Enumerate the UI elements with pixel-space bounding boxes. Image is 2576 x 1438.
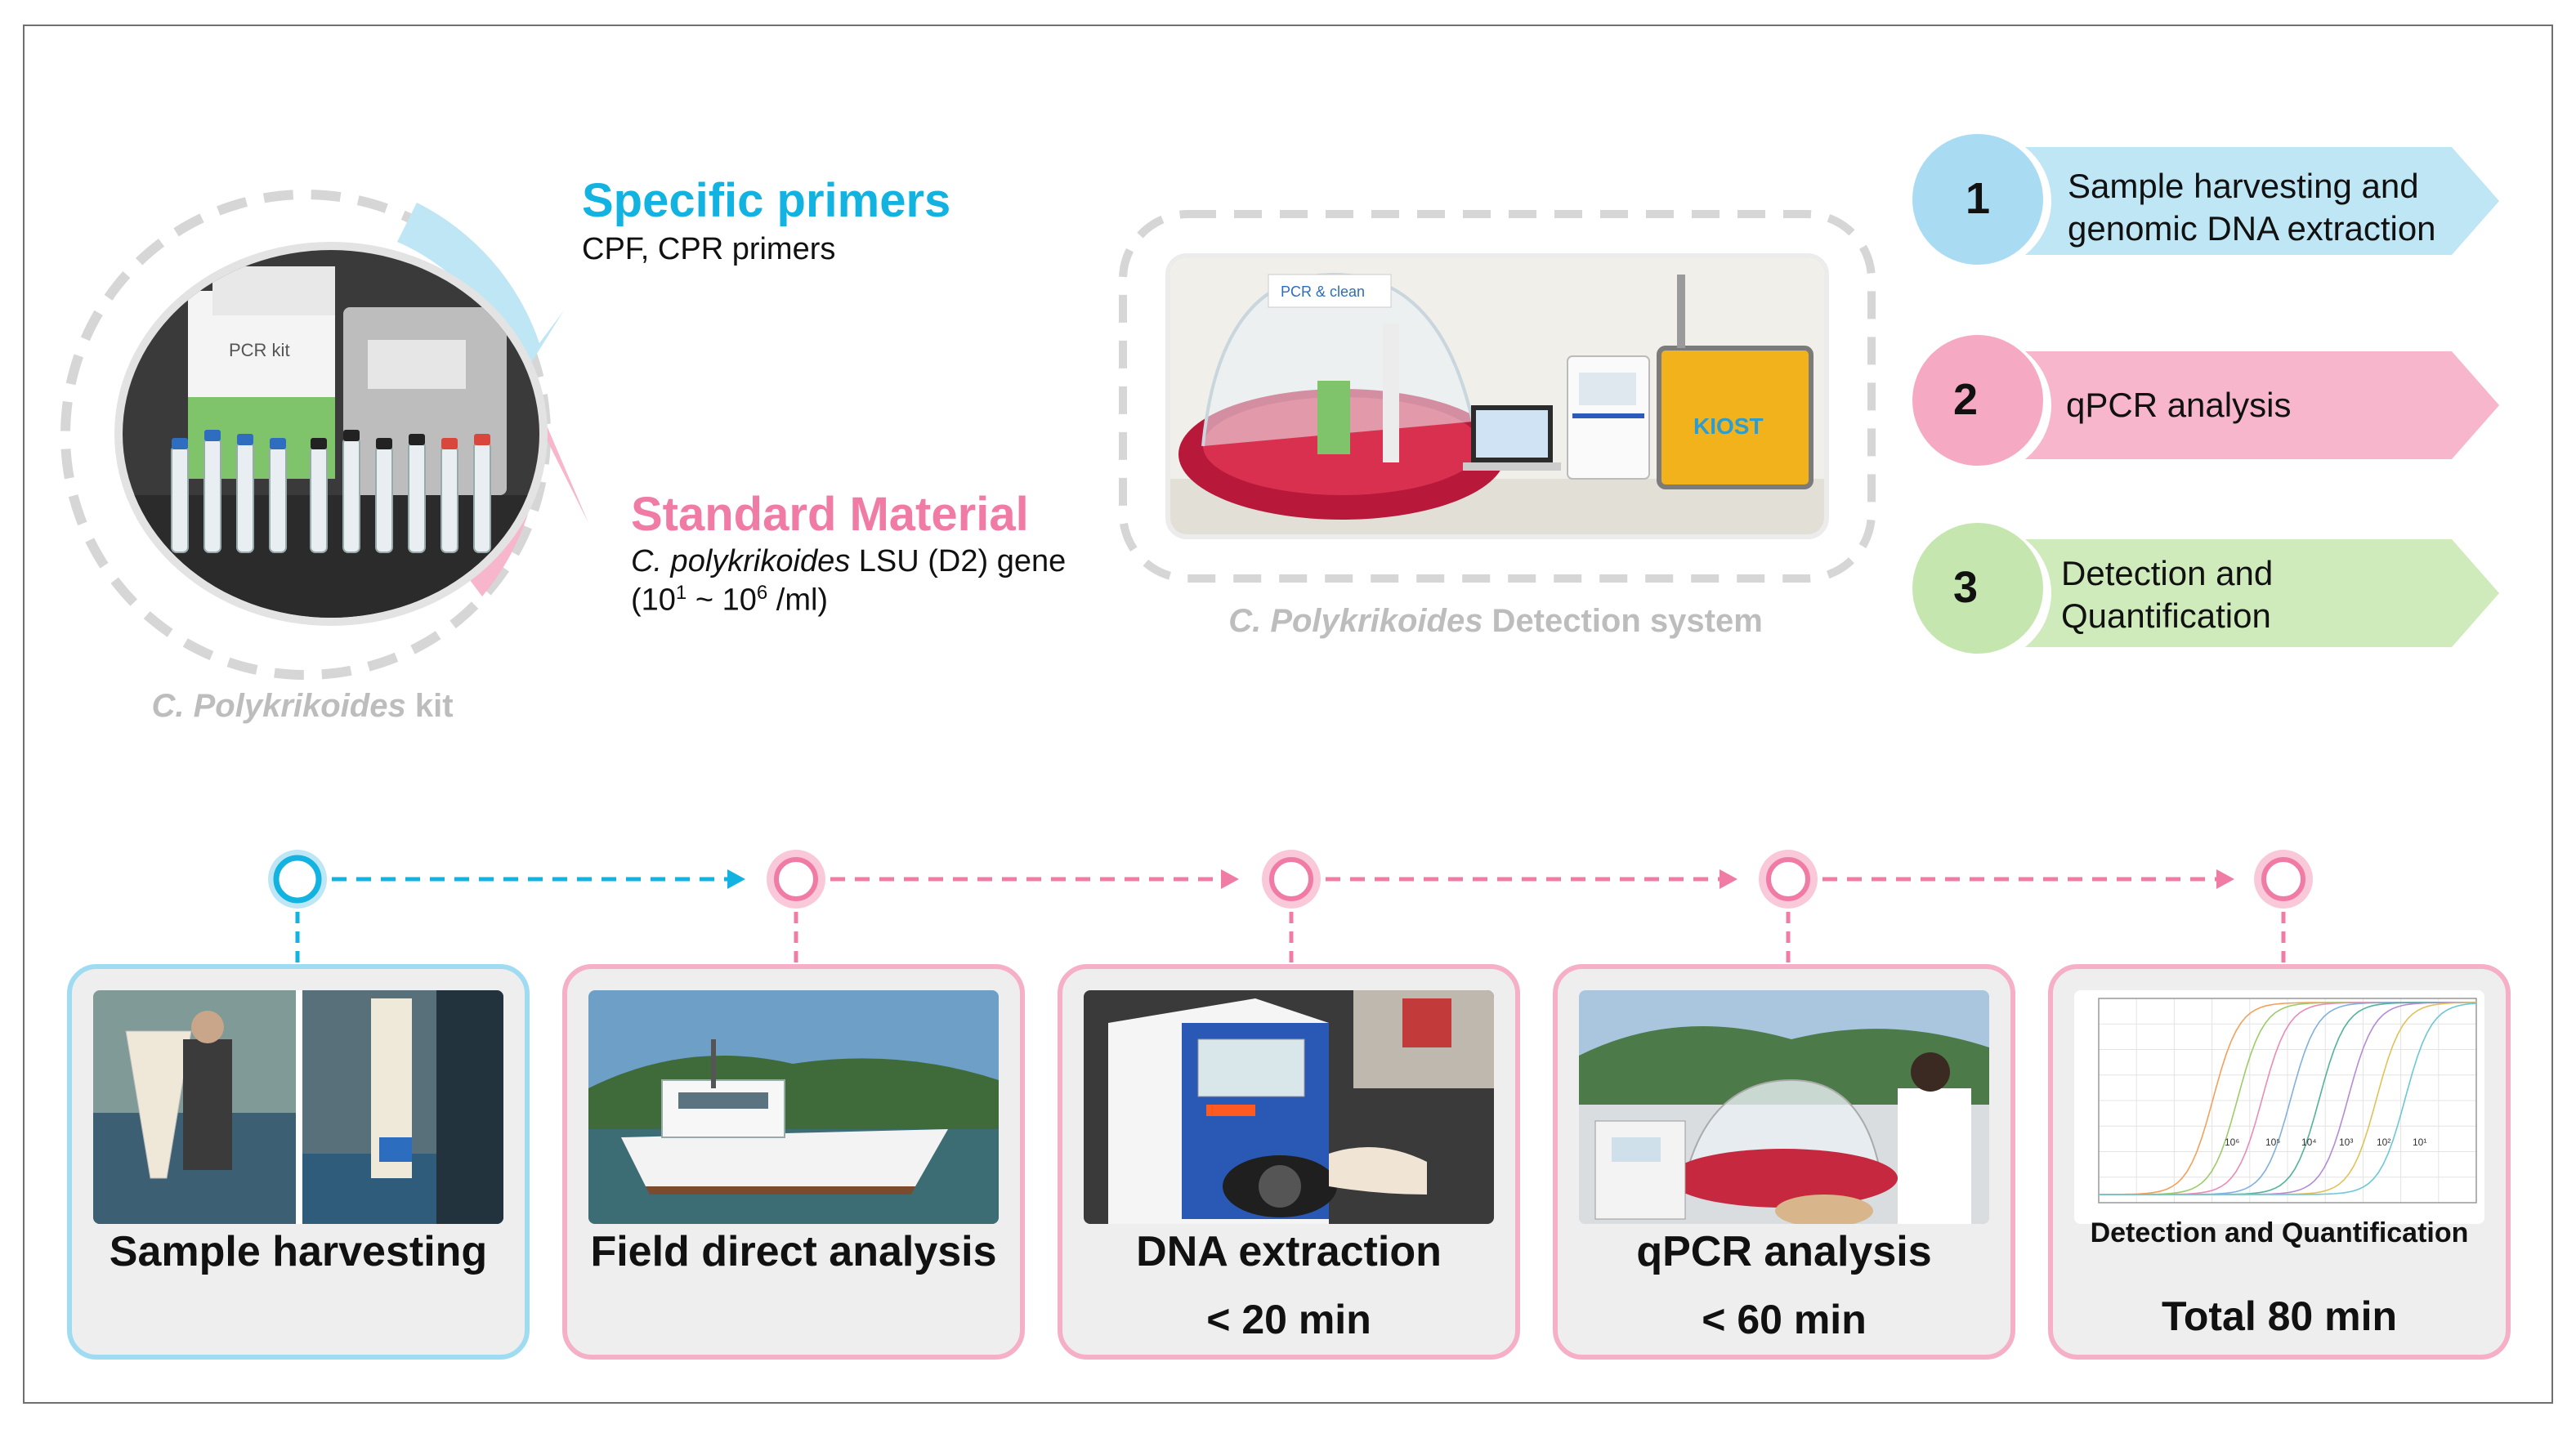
dna-extraction-photo [1084, 990, 1494, 1224]
timeline-node-1 [268, 850, 327, 909]
timeline-node-3 [1262, 850, 1321, 909]
timeline-node-4 [1759, 850, 1818, 909]
system-dashed-frame [1119, 210, 1876, 583]
standard-range: (101 ~ 106 /ml) [631, 582, 829, 618]
boat-hull [621, 1129, 948, 1186]
step-2-text: qPCR analysis [2066, 386, 2292, 424]
kit-label: C. Polykrikoides kit [151, 688, 454, 724]
curve-label: 10⁴ [2301, 1137, 2317, 1148]
amplification-curve [2099, 1003, 2477, 1195]
step-2-number: 2 [1952, 375, 1979, 424]
standard-subtitle: C. polykrikoides LSU (D2) gene [631, 544, 1067, 578]
step-3-circle [1912, 523, 2043, 654]
step-3-number: 3 [1952, 563, 1979, 612]
step-2-arrow [1994, 351, 2499, 459]
card-sample-harvesting: Sample harvesting [67, 964, 530, 1360]
card-4-title: qPCR analysis [1636, 1228, 1932, 1275]
curve-label: 10² [2377, 1137, 2390, 1148]
card-3-time: < 20 min [1206, 1297, 1371, 1342]
card-field-direct-analysis: Field direct analysis [562, 964, 1025, 1360]
kiost-case [1657, 346, 1813, 489]
figure-frame [23, 25, 2553, 1404]
card-5-title: Detection and Quantification [2090, 1217, 2469, 1248]
step-1-arrow [1994, 147, 2499, 255]
card-qpcr-analysis: qPCR analysis < 60 min [1553, 964, 2015, 1360]
primers-title: Specific primers [582, 174, 951, 227]
step-1-number: 1 [1965, 174, 1991, 223]
primers-subtitle: CPF, CPR primers [582, 232, 836, 266]
system-photo: PCR & clean KIOST [1165, 253, 1829, 539]
card-dna-extraction: DNA extraction < 20 min [1058, 964, 1520, 1360]
curve-label: 10¹ [2413, 1137, 2426, 1148]
field-analysis-photo [588, 990, 999, 1224]
timeline-node-2 [767, 850, 825, 909]
kit-tubes [171, 437, 491, 553]
hood-label: PCR & clean [1281, 284, 1365, 300]
step-1-circle [1912, 134, 2043, 265]
standard-title: Standard Material [631, 488, 1029, 541]
system-label: C. Polykrikoides Detection system [1228, 603, 1763, 639]
step-3-arrow [1994, 539, 2499, 647]
curve-label: 10⁶ [2225, 1137, 2239, 1148]
amplification-plot: 10⁶ 10⁵ 10⁴ 10³ 10² 10¹ [2074, 990, 2484, 1224]
case-logo: KIOST [1693, 413, 1764, 439]
card-detection-quantification: 10⁶ 10⁵ 10⁴ 10³ 10² 10¹ Detection and Quantif… [2048, 964, 2511, 1360]
timeline-node-5 [2254, 850, 2313, 909]
curve-label: 10⁵ [2265, 1137, 2280, 1148]
kit-box-label: PCR kit [229, 340, 290, 360]
kit-photo: PCR kit [114, 242, 548, 626]
qpcr-analysis-photo [1579, 990, 1989, 1224]
card-1-title: Sample harvesting [109, 1228, 488, 1275]
card-5-time: Total 80 min [2161, 1293, 2397, 1339]
sample-harvesting-photo [93, 990, 503, 1224]
card-3-title: DNA extraction [1136, 1228, 1442, 1275]
step-2-circle [1912, 335, 2043, 466]
card-4-time: < 60 min [1702, 1297, 1867, 1342]
card-2-title: Field direct analysis [590, 1228, 997, 1275]
curve-label: 10³ [2339, 1137, 2353, 1148]
primers-arc [397, 203, 564, 376]
